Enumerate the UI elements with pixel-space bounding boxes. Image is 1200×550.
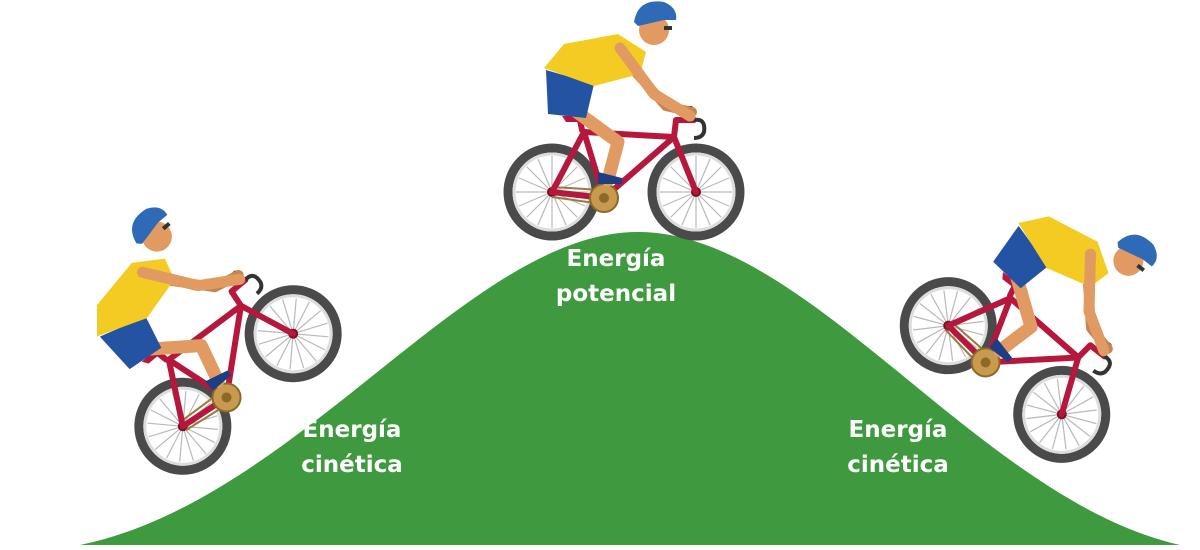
label-potential-energy: Energía potencial <box>526 242 706 312</box>
label-line: Energía <box>302 417 402 443</box>
label-line: Energía <box>566 246 666 272</box>
label-line: cinética <box>847 452 949 478</box>
label-line: potencial <box>555 281 677 307</box>
label-line: cinética <box>301 452 403 478</box>
label-kinetic-energy-right: Energía cinética <box>808 413 988 483</box>
label-line: Energía <box>848 417 948 443</box>
hill <box>80 231 1180 545</box>
cyclist-riding <box>508 1 740 236</box>
label-kinetic-energy-left: Energía cinética <box>262 413 442 483</box>
